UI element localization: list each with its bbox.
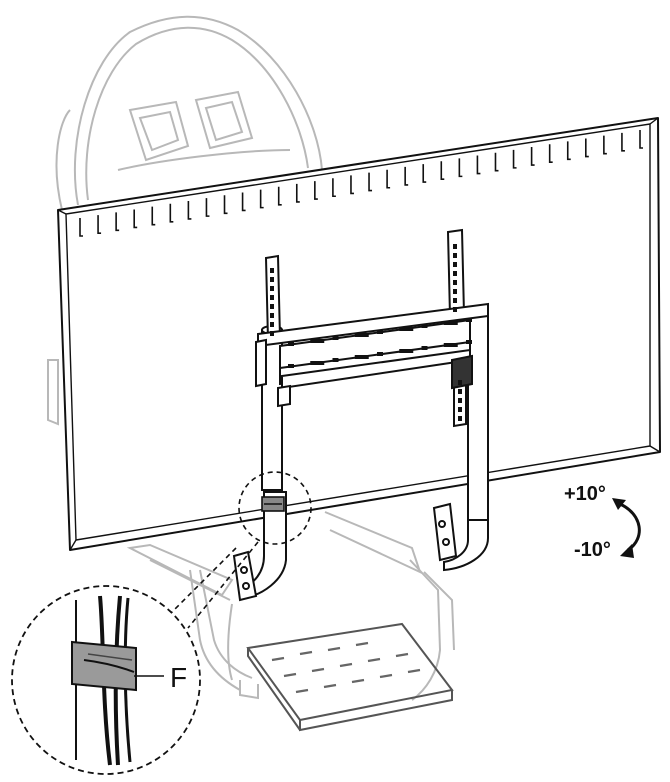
vent-slot xyxy=(548,144,553,163)
vent-slot xyxy=(332,178,336,198)
vent-slot xyxy=(422,164,427,183)
arm-hole xyxy=(453,289,457,294)
arm-hole xyxy=(270,322,274,327)
vesa-slot xyxy=(332,358,339,362)
arm-hole xyxy=(270,268,274,273)
vent-slot xyxy=(458,158,463,178)
tilt-down-label: -10° xyxy=(574,539,611,561)
vesa-slot xyxy=(466,340,472,344)
arm-hole xyxy=(270,304,274,309)
arm-hole xyxy=(453,298,457,303)
vesa-slot xyxy=(354,355,369,359)
tilt-up-label: +10° xyxy=(564,483,606,505)
arm-hole xyxy=(458,380,462,385)
vent-slot xyxy=(603,135,607,155)
magnified-detail-view: F xyxy=(11,585,201,775)
arm-hole xyxy=(458,407,462,412)
vent-slot xyxy=(350,175,354,195)
cable-clip-on-tube xyxy=(261,496,285,512)
vent-slot xyxy=(368,172,373,192)
vent-slot xyxy=(151,206,156,226)
vent-slot xyxy=(295,183,300,203)
tilt-indicator: +10° -10° xyxy=(564,483,641,561)
part-f-label: F xyxy=(170,662,187,693)
arm-hole xyxy=(270,295,274,300)
arm-hole xyxy=(453,244,457,249)
vesa-slot xyxy=(466,318,472,322)
vesa-slot xyxy=(288,342,294,346)
vesa-mount-plate xyxy=(255,228,489,428)
vent-slot xyxy=(386,169,391,189)
arm-hole xyxy=(270,331,274,336)
curved-double-arrow-icon xyxy=(612,498,641,558)
vent-slot xyxy=(404,166,409,186)
arm-hole xyxy=(270,277,274,282)
vent-slot xyxy=(241,192,246,212)
vesa-slot xyxy=(399,349,414,353)
vesa-slot xyxy=(421,324,428,328)
vent-slot xyxy=(115,212,120,232)
vesa-slot xyxy=(288,364,294,368)
vesa-slot xyxy=(421,346,428,350)
vent-slot xyxy=(133,209,138,229)
arm-hole xyxy=(458,416,462,421)
arm-hole xyxy=(270,286,274,291)
vent-slot xyxy=(476,155,481,175)
vent-slot xyxy=(314,181,318,200)
vent-slot xyxy=(223,195,228,215)
vesa-slot xyxy=(443,343,458,347)
vent-slot xyxy=(79,218,83,237)
arm-hole xyxy=(453,307,457,312)
seat-backrest xyxy=(55,15,323,211)
vent-slot xyxy=(639,130,643,149)
vesa-slot xyxy=(310,361,325,365)
vent-slot xyxy=(494,152,499,172)
detail-callout-ring xyxy=(169,471,312,629)
arm-hole xyxy=(453,262,457,267)
vesa-slot xyxy=(399,327,414,331)
vent-slot xyxy=(97,215,102,234)
arm-hole xyxy=(458,389,462,394)
pedal-plate xyxy=(246,622,454,732)
vent-slot xyxy=(530,147,535,166)
vesa-slot xyxy=(377,352,383,356)
vent-slot xyxy=(566,141,571,161)
arm-hole xyxy=(453,280,457,285)
vent-slot xyxy=(205,198,210,217)
vent-slot xyxy=(585,138,589,158)
arm-hole xyxy=(453,253,457,258)
vent-slot xyxy=(277,186,282,206)
vesa-slot xyxy=(332,336,339,340)
vent-slot xyxy=(169,203,174,223)
vent-slot xyxy=(259,189,264,209)
arm-hole xyxy=(458,398,462,403)
vent-slot xyxy=(187,200,192,220)
vesa-slot xyxy=(354,333,369,337)
arm-hole xyxy=(270,313,274,318)
vent-slot xyxy=(621,132,625,152)
vent-slot xyxy=(440,161,445,181)
vent-slot xyxy=(512,149,517,169)
tv-vent-slots xyxy=(79,130,643,237)
vesa-slot-holes xyxy=(270,244,472,421)
arm-hole xyxy=(453,271,457,276)
vesa-slot xyxy=(310,339,325,343)
vesa-slot xyxy=(443,321,458,325)
vesa-slot xyxy=(377,330,383,334)
